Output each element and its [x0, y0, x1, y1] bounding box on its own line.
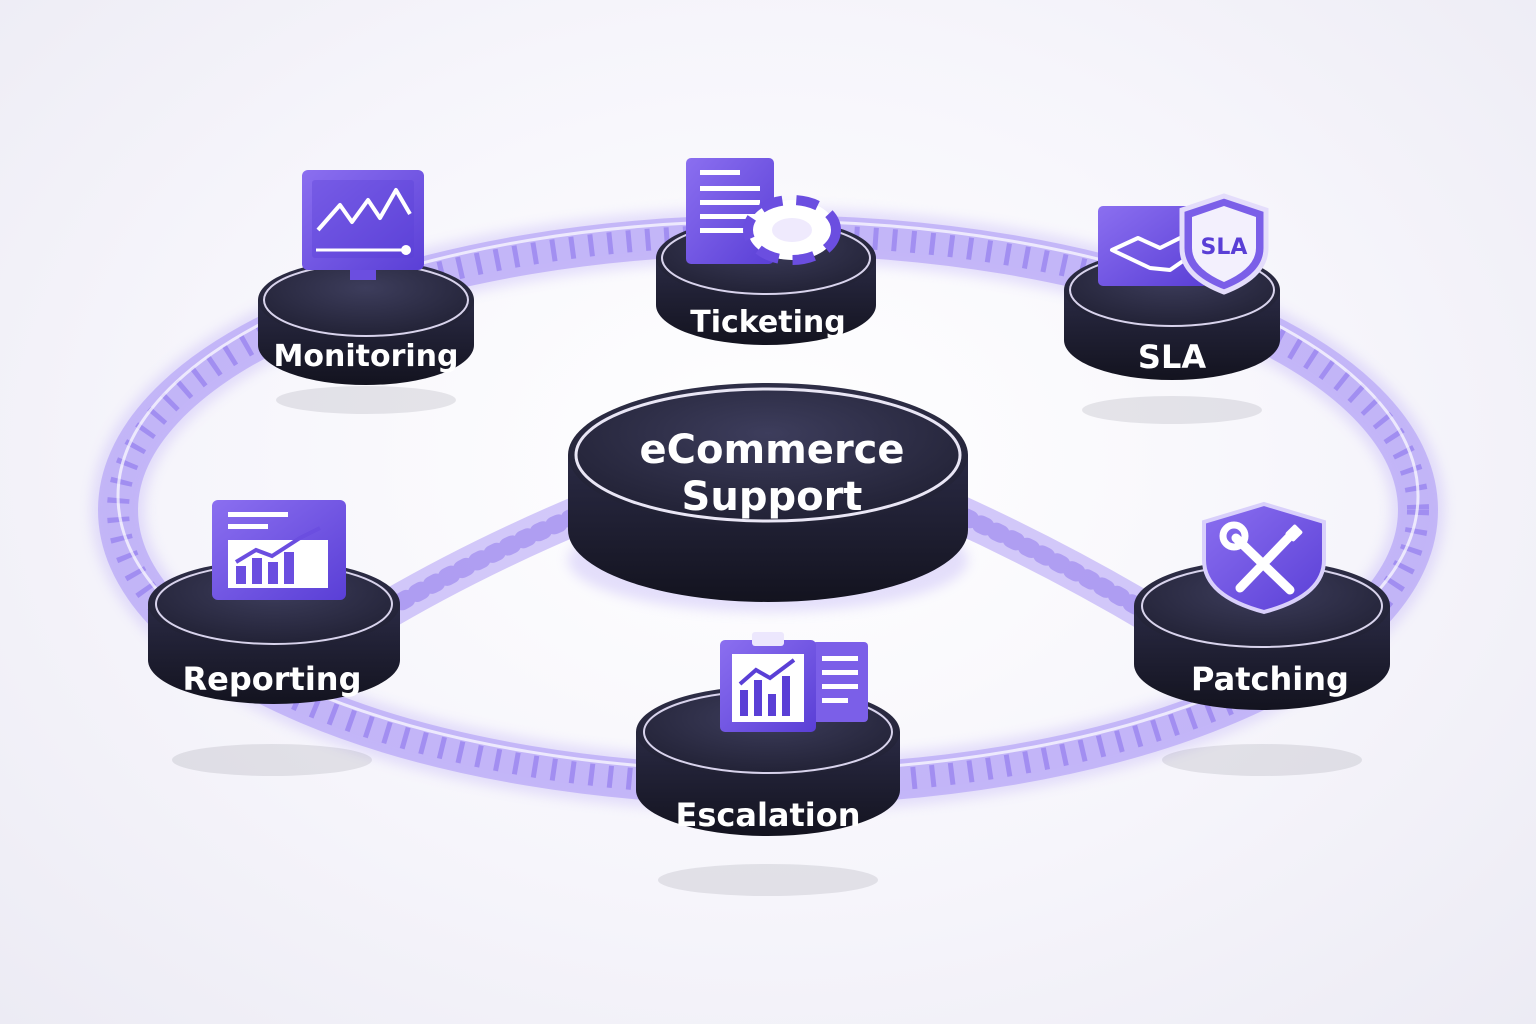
floor-reflections: [172, 386, 1362, 896]
node-label-monitoring: Monitoring: [274, 339, 459, 374]
monitoring-chart-icon: [302, 170, 424, 280]
handshake-shield-icon: SLA: [1098, 193, 1269, 295]
wrench-screwdriver-shield-icon: [1202, 501, 1326, 615]
node-escalation[interactable]: Escalation: [636, 632, 900, 836]
node-reporting[interactable]: Reporting: [148, 500, 400, 704]
ticket-lifebuoy-icon: [686, 158, 841, 265]
node-label-escalation: Escalation: [675, 796, 860, 834]
node-patching[interactable]: Patching: [1134, 501, 1390, 710]
node-label-reporting: Reporting: [183, 660, 362, 698]
hub-title-line1: eCommerce: [639, 427, 904, 473]
report-chart-icon: [212, 500, 346, 600]
node-monitoring[interactable]: Monitoring: [258, 170, 474, 385]
sla-shield-badge: SLA: [1201, 235, 1248, 260]
node-label-patching: Patching: [1191, 660, 1349, 698]
node-label-ticketing: Ticketing: [690, 305, 845, 340]
node-sla[interactable]: SLA SLA: [1064, 193, 1280, 380]
hub-node[interactable]: eCommerce Support: [568, 383, 968, 612]
node-ticketing[interactable]: Ticketing: [656, 158, 876, 345]
node-label-sla: SLA: [1138, 338, 1206, 376]
hub-title-line2: Support: [682, 474, 863, 520]
clipboard-chart-icon: [720, 632, 868, 732]
